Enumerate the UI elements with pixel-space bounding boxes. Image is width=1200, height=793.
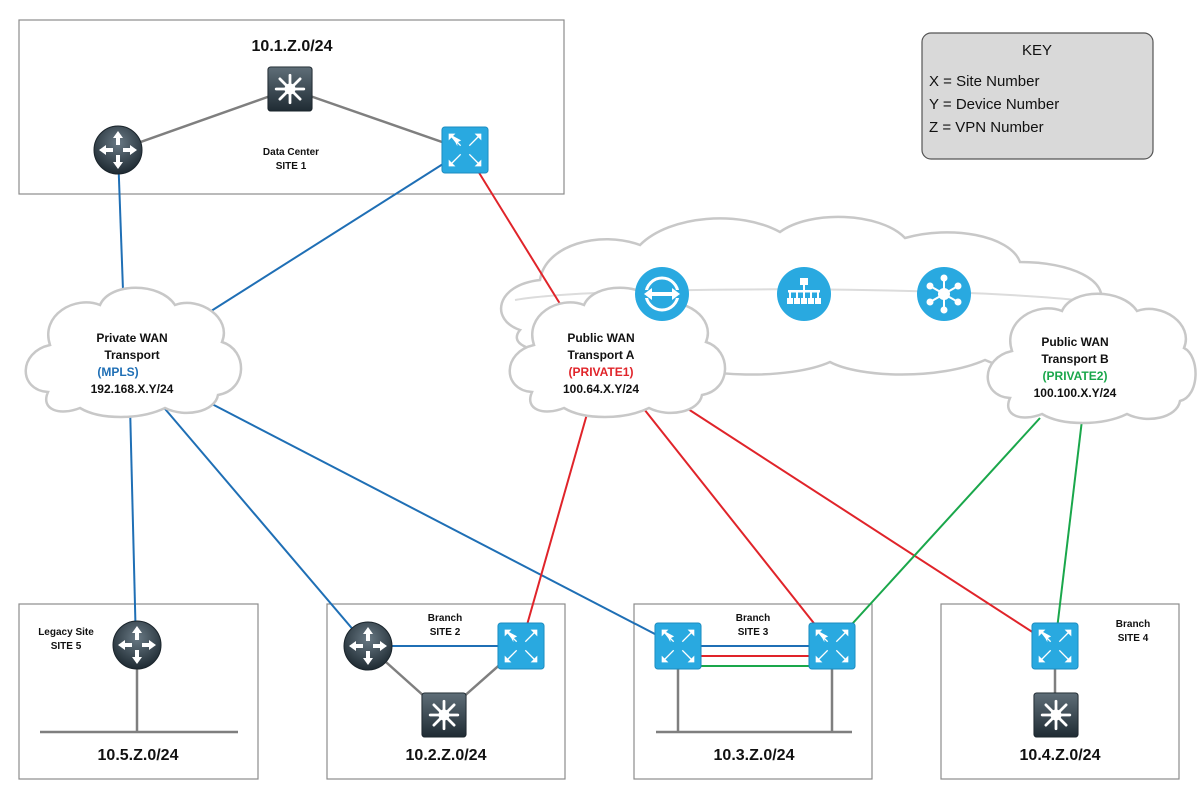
public-wan-a-line1: Public WAN [567, 331, 634, 345]
site2-layer3-switch-icon[interactable] [421, 692, 467, 738]
site1-layer3-switch-icon[interactable] [267, 66, 313, 112]
site3-subnet: 10.3.Z.0/24 [714, 747, 795, 764]
private2-links [831, 417, 1083, 647]
public-wan-b-line2: Transport B [1041, 352, 1109, 366]
site4-sdwan-edge-icon[interactable] [1031, 622, 1079, 670]
key-line-z: Z = VPN Number [929, 119, 1044, 136]
public-wan-b-line1: Public WAN [1041, 335, 1108, 349]
site1-sdwan-edge-icon[interactable] [441, 126, 489, 174]
key-line-y: Y = Device Number [929, 96, 1059, 113]
private-wan-subnet: 192.168.X.Y/24 [91, 382, 174, 396]
public-wan-a-cloud [508, 286, 727, 419]
manager-icon[interactable] [777, 267, 831, 321]
site3-label-line1: Branch [736, 613, 770, 624]
site3-label-line2: SITE 3 [738, 627, 769, 638]
controller-icon[interactable] [917, 267, 971, 321]
key-title: KEY [1022, 42, 1052, 59]
mpls-links [117, 149, 679, 647]
site4-subnet: 10.4.Z.0/24 [1020, 747, 1101, 764]
site1-internal-links [117, 87, 466, 152]
site2-label-line1: Branch [428, 613, 462, 624]
site1-router-icon[interactable] [93, 125, 143, 175]
site4-label-line1: Branch [1116, 619, 1150, 630]
site1-label-line1: Data Center [263, 147, 319, 158]
site2-subnet: 10.2.Z.0/24 [406, 747, 487, 764]
site5-label-line2: SITE 5 [51, 641, 82, 652]
site5-label-line1: Legacy Site [38, 627, 94, 638]
site1-label-line2: SITE 1 [276, 161, 307, 172]
public-wan-b-cloud [986, 292, 1197, 425]
site2-label-line2: SITE 2 [430, 627, 461, 638]
site5-subnet: 10.5.Z.0/24 [98, 747, 179, 764]
site2-router-icon[interactable] [343, 621, 393, 671]
private-wan-line2: Transport [104, 348, 159, 362]
private1-links [464, 149, 1055, 647]
public-wan-a-tag: (PRIVATE1) [569, 365, 634, 379]
site4-label-line2: SITE 4 [1118, 633, 1149, 644]
public-wan-a-line2: Transport A [568, 348, 635, 362]
private-wan-cloud [24, 286, 243, 419]
site2-sdwan-edge-icon[interactable] [497, 622, 545, 670]
private-wan-tag: (MPLS) [97, 365, 138, 379]
site5-router-icon[interactable] [112, 620, 162, 670]
site1-subnet: 10.1.Z.0/24 [252, 38, 333, 55]
public-wan-b-tag: (PRIVATE2) [1043, 369, 1108, 383]
public-wan-a-subnet: 100.64.X.Y/24 [563, 382, 639, 396]
key-line-x: X = Site Number [929, 73, 1039, 90]
public-wan-b-subnet: 100.100.X.Y/24 [1034, 386, 1117, 400]
key-box [921, 32, 1154, 160]
orchestrator-icon[interactable] [635, 267, 689, 321]
site3-sdwan-edge-2-icon[interactable] [808, 622, 856, 670]
site4-layer3-switch-icon[interactable] [1033, 692, 1079, 738]
site3-sdwan-edge-1-icon[interactable] [654, 622, 702, 670]
private-wan-line1: Private WAN [96, 331, 167, 345]
